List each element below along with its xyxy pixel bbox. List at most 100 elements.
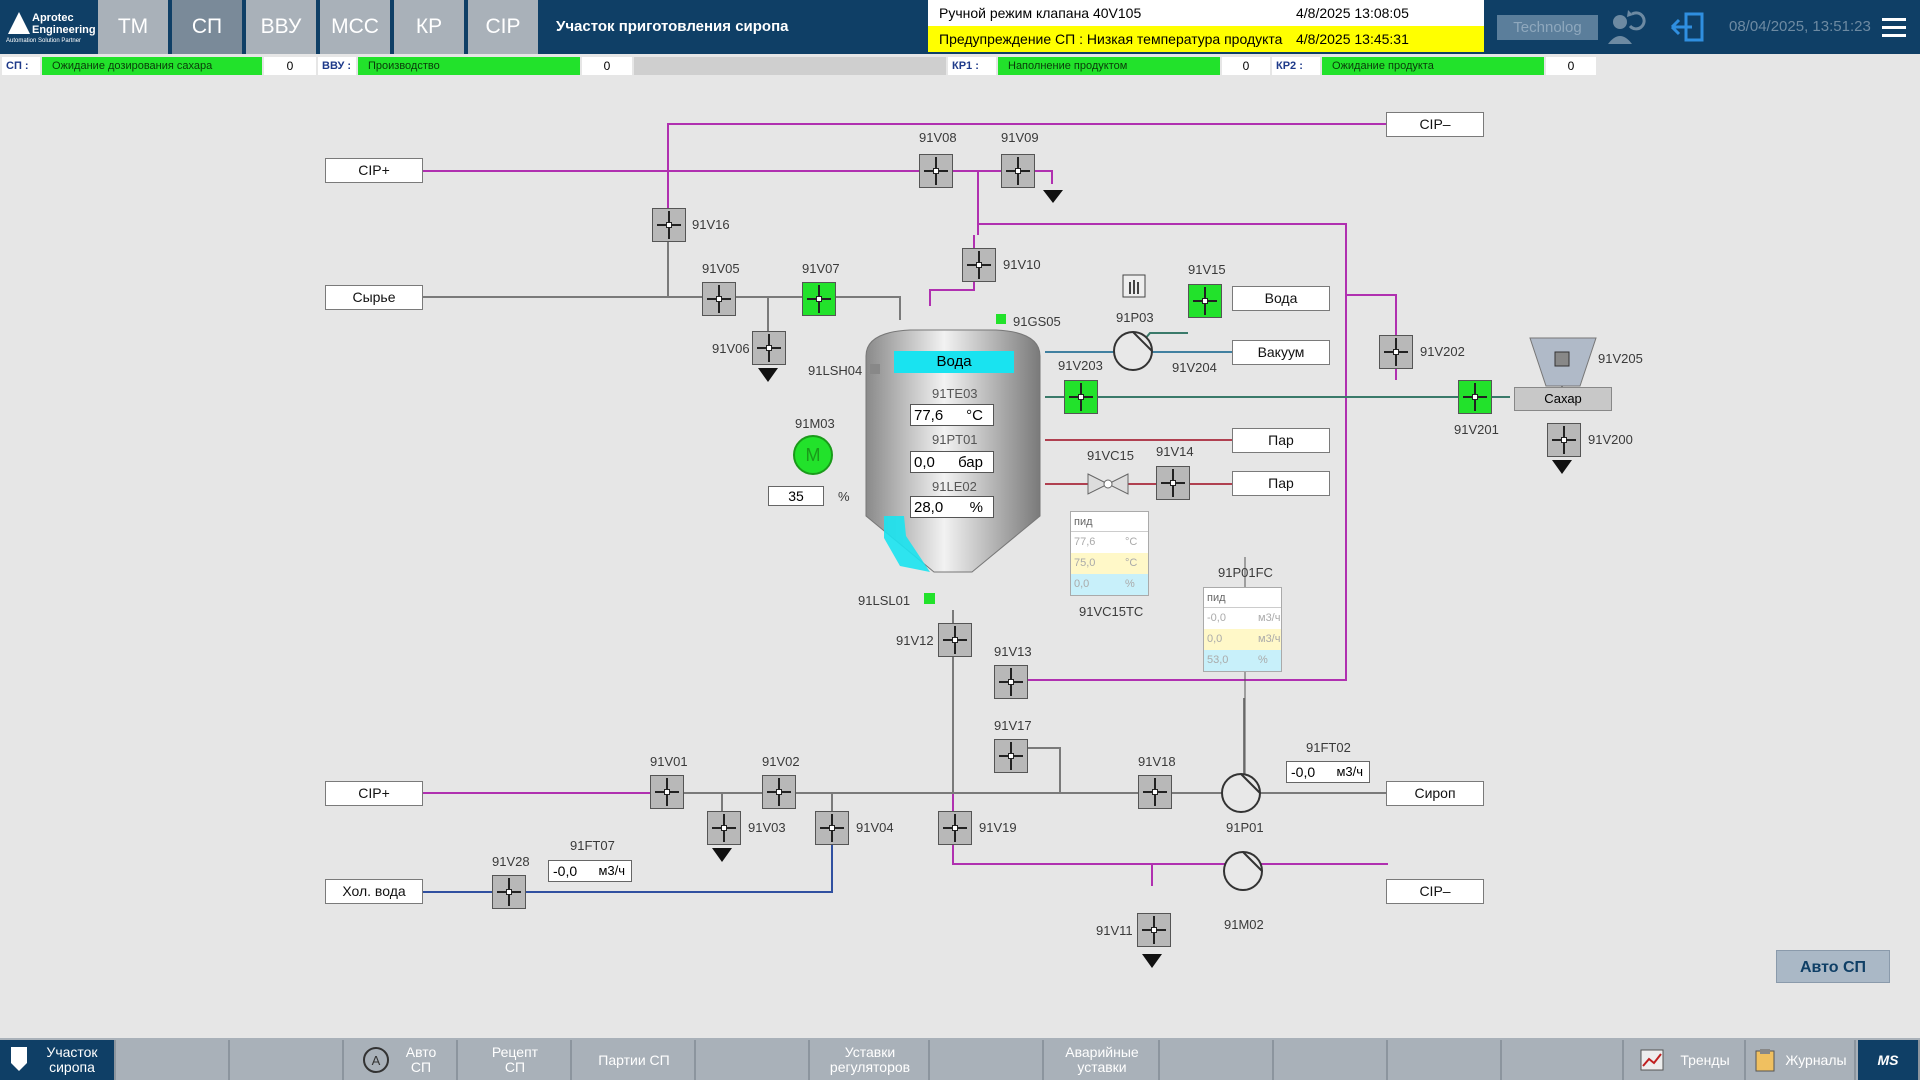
valve-v11[interactable] xyxy=(1137,913,1171,947)
valve-v09[interactable] xyxy=(1001,154,1035,188)
label-v12: 91V12 xyxy=(896,633,934,648)
user-button[interactable]: Technolog xyxy=(1497,15,1598,40)
pump-p03[interactable] xyxy=(1112,330,1156,374)
pump-p01[interactable] xyxy=(1220,772,1264,816)
alarm-row-1[interactable]: Ручной режим клапана 40V105 4/8/2025 13:… xyxy=(928,0,1484,26)
pid-pv: 77,6°C xyxy=(1074,536,1138,548)
auto-sp-button[interactable]: Авто СП xyxy=(1776,950,1890,983)
label-v200: 91V200 xyxy=(1588,432,1633,447)
logout-icon[interactable] xyxy=(1668,8,1708,46)
tab-cip[interactable]: CIP xyxy=(468,0,540,54)
tab-vvu[interactable]: ВВУ xyxy=(246,0,318,54)
label-p01: 91P01 xyxy=(1226,820,1264,835)
endpoint-cip-plus-top: CIP+ xyxy=(325,158,423,183)
footer-alarm-setpoints-button[interactable]: Аварийные уставки xyxy=(1046,1040,1160,1080)
label-v201: 91V201 xyxy=(1454,422,1499,437)
kr1-state: Наполнение продуктом xyxy=(998,57,1220,75)
valve-v08[interactable] xyxy=(919,154,953,188)
valve-v17[interactable] xyxy=(994,739,1028,773)
mixer-m03[interactable]: M xyxy=(793,435,833,475)
label-lsh04: 91LSH04 xyxy=(808,363,863,378)
tab-kr[interactable]: КР xyxy=(394,0,466,54)
valve-v03[interactable] xyxy=(707,811,741,845)
valve-v01[interactable] xyxy=(650,775,684,809)
label-v203: 91V203 xyxy=(1058,358,1103,373)
valve-v16[interactable] xyxy=(652,208,686,242)
page-title: Участок приготовления сиропа xyxy=(556,18,789,35)
logo-subtitle: Automation Solution Partner xyxy=(6,38,82,44)
label-ft07: 91FT07 xyxy=(570,838,615,853)
valve-v14[interactable] xyxy=(1156,466,1190,500)
logo-line1: Aprotec xyxy=(32,12,74,24)
valve-v07[interactable] xyxy=(802,282,836,316)
footer-recipe-button[interactable]: Рецепт СП xyxy=(460,1040,572,1080)
valve-v203[interactable] xyxy=(1064,380,1098,414)
footer-empty-7 xyxy=(1390,1040,1502,1080)
footer-trends-button[interactable]: Тренды xyxy=(1626,1040,1746,1080)
pid-vc15[interactable]: пид 77,6°C 75,0°C 0,0% xyxy=(1070,511,1149,596)
trends-icon xyxy=(1640,1049,1664,1071)
label-v07: 91V07 xyxy=(802,261,840,276)
control-valve-vc15[interactable] xyxy=(1086,472,1130,496)
journal-icon xyxy=(1755,1049,1775,1072)
valve-v200[interactable] xyxy=(1547,423,1581,457)
alarm-row-2[interactable]: Предупреждение СП : Низкая температура п… xyxy=(928,26,1484,52)
endpoint-voda: Вода xyxy=(1232,286,1330,311)
valve-v202[interactable] xyxy=(1379,335,1413,369)
mixer-speed[interactable]: 35 xyxy=(768,486,824,506)
footer-empty-2 xyxy=(232,1040,344,1080)
valve-v19[interactable] xyxy=(938,811,972,845)
label-p03: 91P03 xyxy=(1116,310,1154,325)
sp-label: СП : xyxy=(2,57,40,75)
footer-batches-button[interactable]: Партии СП xyxy=(574,1040,696,1080)
valve-v02[interactable] xyxy=(762,775,796,809)
endpoint-par-1: Пар xyxy=(1232,428,1330,453)
valve-v13[interactable] xyxy=(994,665,1028,699)
user-sync-icon[interactable] xyxy=(1606,8,1646,46)
footer-empty-6 xyxy=(1276,1040,1388,1080)
valve-v15[interactable] xyxy=(1188,284,1222,318)
valve-v201[interactable] xyxy=(1458,380,1492,414)
valve-v06[interactable] xyxy=(752,331,786,365)
nav-section-button[interactable]: Участок сиропа xyxy=(0,1040,116,1080)
valve-v04[interactable] xyxy=(815,811,849,845)
pid-out: 0,0% xyxy=(1071,574,1148,595)
label-gs05: 91GS05 xyxy=(1013,314,1061,329)
label-v08: 91V08 xyxy=(919,130,957,145)
tab-sp[interactable]: СП xyxy=(172,0,244,54)
footer-empty-1 xyxy=(118,1040,230,1080)
footer-empty-8 xyxy=(1504,1040,1624,1080)
footer-journals-button[interactable]: Журналы xyxy=(1748,1040,1856,1080)
tank-icon xyxy=(11,1047,27,1071)
alarm-text: Предупреждение СП : Низкая температура п… xyxy=(939,31,1283,47)
footer-auto-button[interactable]: A Авто СП xyxy=(346,1040,458,1080)
label-v15: 91V15 xyxy=(1188,262,1226,277)
tab-mcc[interactable]: МСС xyxy=(320,0,392,54)
status-spacer xyxy=(634,57,946,75)
logo-line2: Engineering xyxy=(32,24,96,36)
label-m02: 91M02 xyxy=(1224,917,1264,932)
label-v02: 91V02 xyxy=(762,754,800,769)
vvu-step: 0 xyxy=(582,57,632,75)
tab-tm[interactable]: ТМ xyxy=(98,0,170,54)
menu-icon[interactable] xyxy=(1878,14,1910,40)
pid-sp: 75,0°C xyxy=(1071,553,1148,574)
valve-v28[interactable] xyxy=(492,875,526,909)
pid-label: пид xyxy=(1204,588,1281,608)
label-vc15: 91VC15 xyxy=(1087,448,1134,463)
label-ft02: 91FT02 xyxy=(1306,740,1351,755)
footer-setpoints-button[interactable]: Уставки регуляторов xyxy=(812,1040,930,1080)
valve-v12[interactable] xyxy=(938,623,972,657)
sugar-hopper[interactable] xyxy=(1528,336,1598,388)
valve-v10[interactable] xyxy=(962,248,996,282)
status-bar: СП : Ожидание дозирования сахара 0 ВВУ :… xyxy=(0,54,1920,78)
valve-v18[interactable] xyxy=(1138,775,1172,809)
valve-v05[interactable] xyxy=(702,282,736,316)
label-te03: 91TE03 xyxy=(932,386,978,401)
tank-content: Вода xyxy=(894,351,1014,373)
pump-m02[interactable] xyxy=(1222,850,1266,894)
